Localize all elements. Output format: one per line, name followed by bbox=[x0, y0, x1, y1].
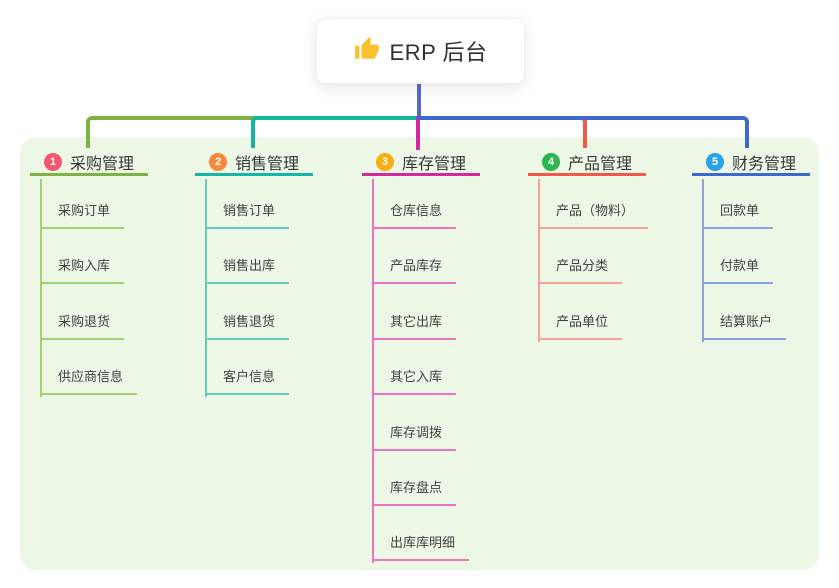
child-node[interactable]: 回款单 bbox=[702, 201, 774, 229]
thumbs-up-icon bbox=[354, 36, 380, 67]
branch-spine-line bbox=[40, 179, 42, 398]
branch-connector bbox=[416, 116, 420, 150]
child-node[interactable]: 付款单 bbox=[702, 256, 774, 284]
branch-node-label: 销售管理 bbox=[235, 155, 300, 173]
child-node[interactable]: 销售退货 bbox=[205, 312, 290, 340]
child-node[interactable]: 采购入库 bbox=[40, 256, 125, 284]
branch-number-badge: 4 bbox=[542, 152, 560, 171]
child-node[interactable]: 库存调拨 bbox=[372, 423, 457, 451]
child-node[interactable]: 采购退货 bbox=[40, 312, 125, 340]
child-node[interactable]: 产品库存 bbox=[372, 256, 457, 284]
branch-node[interactable]: 4 产品管理 bbox=[528, 150, 646, 176]
branch-node[interactable]: 3 库存管理 bbox=[362, 150, 480, 176]
branch-number-badge: 1 bbox=[44, 152, 62, 171]
child-node[interactable]: 采购订单 bbox=[40, 201, 125, 229]
child-node[interactable]: 库存盘点 bbox=[372, 478, 457, 506]
branches-background-panel bbox=[20, 137, 819, 570]
child-node[interactable]: 其它出库 bbox=[372, 312, 457, 340]
branch-node-label: 产品管理 bbox=[568, 155, 633, 173]
child-node[interactable]: 销售出库 bbox=[205, 256, 290, 284]
child-node[interactable]: 结算账户 bbox=[702, 312, 787, 340]
branch-node[interactable]: 1 采购管理 bbox=[30, 150, 148, 176]
child-node[interactable]: 出库库明细 bbox=[372, 533, 470, 561]
child-node[interactable]: 销售订单 bbox=[205, 201, 290, 229]
child-node[interactable]: 供应商信息 bbox=[40, 367, 138, 395]
child-node[interactable]: 仓库信息 bbox=[372, 201, 457, 229]
root-connector-line bbox=[417, 82, 421, 118]
branch-node[interactable]: 5 财务管理 bbox=[692, 150, 810, 176]
root-node-title: ERP 后台 bbox=[389, 40, 488, 65]
branch-number-badge: 3 bbox=[376, 152, 394, 171]
child-node[interactable]: 其它入库 bbox=[372, 367, 457, 395]
branch-spine-line bbox=[205, 179, 207, 398]
child-node[interactable]: 产品单位 bbox=[538, 312, 623, 340]
branch-connector bbox=[251, 116, 421, 148]
child-node[interactable]: 产品（物料） bbox=[538, 201, 649, 229]
branch-connector bbox=[417, 116, 749, 148]
child-node[interactable]: 产品分类 bbox=[538, 256, 623, 284]
branch-node[interactable]: 2 销售管理 bbox=[195, 150, 313, 176]
child-node[interactable]: 客户信息 bbox=[205, 367, 290, 395]
branch-number-badge: 5 bbox=[706, 152, 724, 171]
root-node[interactable]: ERP 后台 bbox=[316, 18, 525, 84]
branch-spine-line bbox=[372, 179, 374, 564]
branch-node-label: 财务管理 bbox=[732, 155, 797, 173]
branch-number-badge: 2 bbox=[209, 152, 227, 171]
branch-spine-line bbox=[702, 179, 704, 342]
branch-spine-line bbox=[538, 179, 540, 342]
branch-node-label: 采购管理 bbox=[70, 155, 135, 173]
branch-node-label: 库存管理 bbox=[402, 155, 467, 173]
